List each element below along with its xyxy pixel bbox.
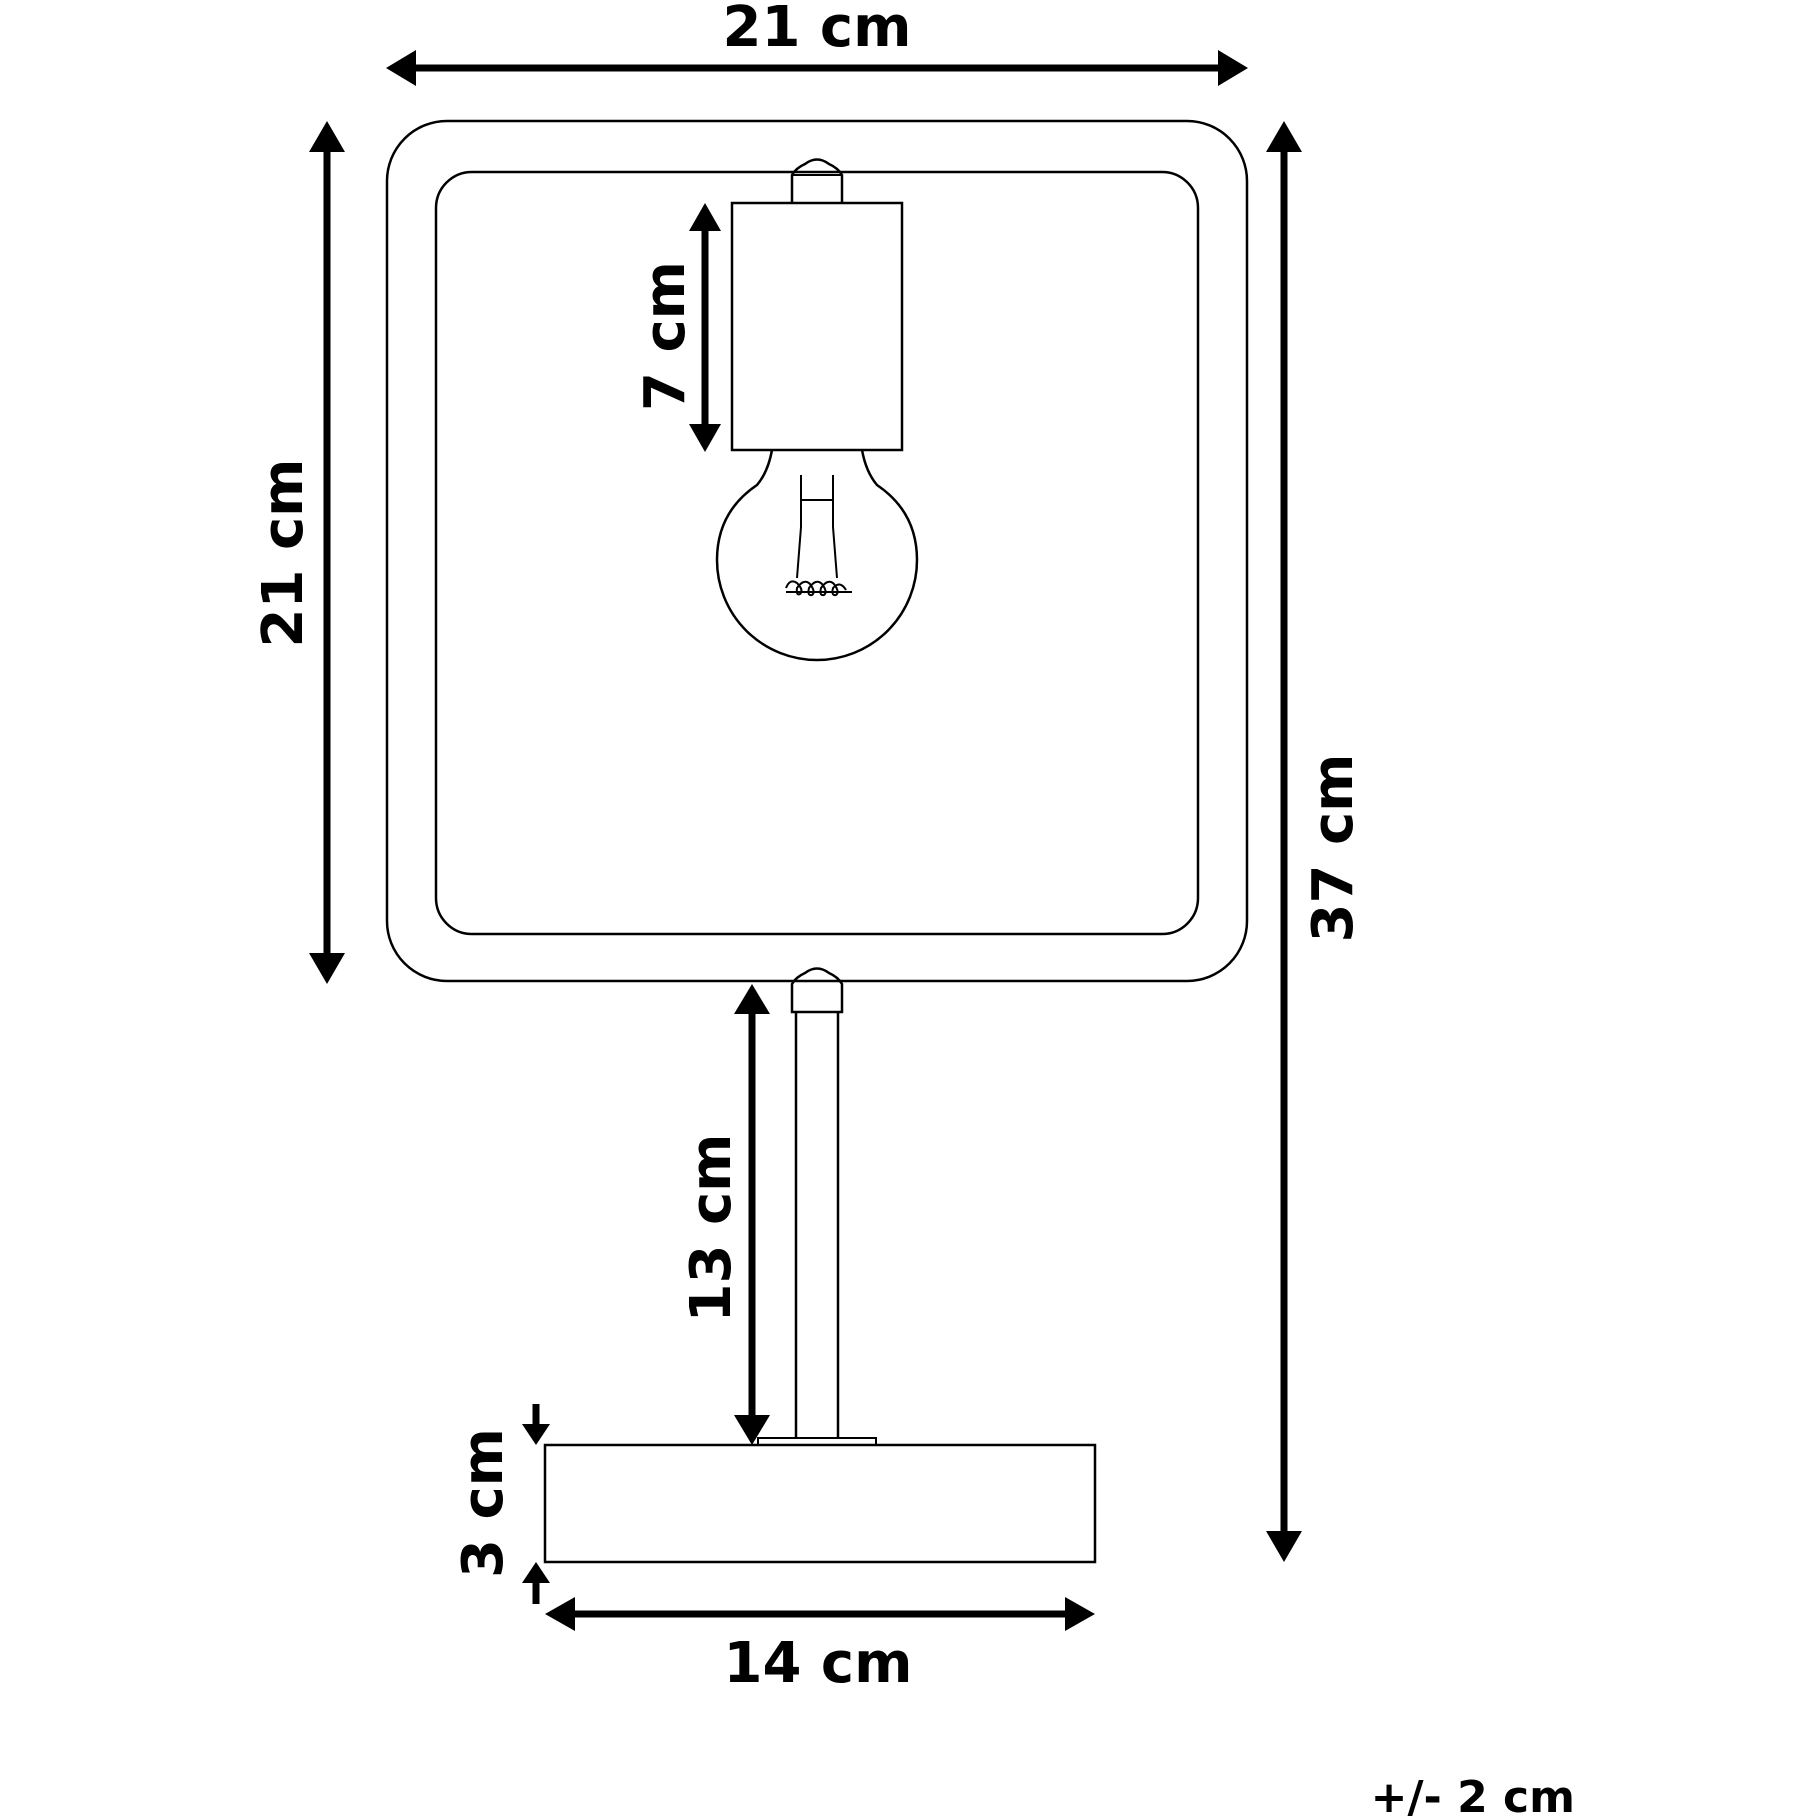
lamp-socket (730, 201, 904, 452)
dimension-socket-height: 7 cm (633, 203, 721, 452)
dimension-frame-width: 21 cm (386, 0, 1248, 86)
dimension-base-height: 3 cm (451, 1404, 550, 1604)
base-width-label: 14 cm (724, 1631, 913, 1696)
light-bulb (715, 449, 919, 662)
frame-inner-edge (434, 170, 1200, 936)
frame-height-label: 21 cm (251, 459, 316, 648)
lamp-stem (757, 967, 877, 1446)
lamp-base (543, 1443, 1097, 1564)
top-connector (790, 158, 844, 203)
socket-height-label: 7 cm (633, 261, 698, 411)
bottom-connector (790, 967, 844, 1014)
dimension-base-width: 14 cm (545, 1597, 1095, 1696)
total-height-label: 37 cm (1301, 754, 1366, 943)
dimension-frame-height: 21 cm (251, 121, 345, 984)
dimension-total-height: 37 cm (1266, 121, 1366, 1562)
frame-width-label: 21 cm (723, 0, 912, 60)
tolerance-note: +/- 2 cm (1371, 1772, 1575, 1820)
base-height-label: 3 cm (451, 1428, 516, 1578)
bulb-glass (715, 449, 919, 662)
dimension-stem-height: 13 cm (679, 984, 770, 1445)
socket-assembly (730, 158, 904, 452)
bulb-filament (785, 475, 852, 597)
frame-outer-edge (385, 119, 1249, 983)
lamp-frame (385, 119, 1249, 983)
stem-height-label: 13 cm (679, 1134, 744, 1323)
